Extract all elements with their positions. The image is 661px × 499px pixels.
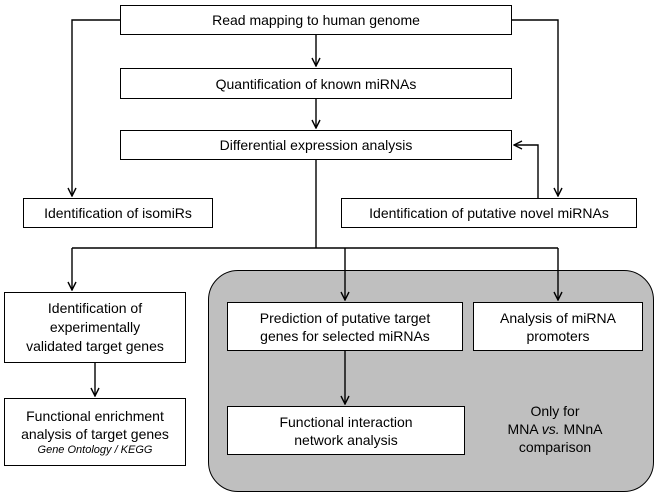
validated-targets-line1: Identification of — [47, 300, 143, 316]
differential-expression-box: Differential expression analysis — [120, 130, 512, 160]
quantification-box: Quantification of known miRNAs — [120, 68, 512, 99]
promoters-box: Analysis of miRNA promoters — [473, 302, 643, 351]
isomirs-label: Identification of isomiRs — [44, 205, 192, 221]
differential-expression-label: Differential expression analysis — [219, 137, 413, 153]
validated-targets-line2: experimentally — [49, 319, 141, 335]
arrow-mapping-to-novel — [512, 19, 558, 196]
enrichment-line1: Functional enrichment — [26, 408, 164, 424]
note-line3: comparison — [518, 439, 592, 455]
isomirs-box: Identification of isomiRs — [23, 198, 213, 228]
prediction-line1: Prediction of putative target — [259, 309, 431, 326]
network-box: Functional interaction network analysis — [227, 406, 465, 455]
note-line2: MNA vs. MNnA — [508, 420, 603, 438]
read-mapping-box: Read mapping to human genome — [120, 5, 512, 35]
validated-targets-box: Identification of experimentally validat… — [4, 292, 186, 363]
prediction-box: Prediction of putative target genes for … — [227, 302, 463, 351]
promoters-line2: promoters — [526, 327, 590, 344]
validated-targets-line3: validated target genes — [26, 338, 164, 354]
promoters-line1: Analysis of miRNA — [500, 309, 616, 326]
arrow-mapping-to-isomirs — [72, 19, 120, 196]
enrichment-box: Functional enrichment analysis of target… — [4, 398, 186, 466]
quantification-label: Quantification of known miRNAs — [215, 75, 417, 92]
enrichment-subtitle: Gene Ontology / KEGG — [37, 444, 153, 456]
read-mapping-label: Read mapping to human genome — [212, 12, 420, 28]
note-line2-post: MNnA — [559, 421, 603, 437]
note-line1: Only for — [530, 403, 580, 419]
note-line2-vs: vs. — [541, 421, 560, 437]
novel-mirnas-label: Identification of putative novel miRNAs — [369, 205, 609, 221]
arrow-novel-to-differential — [514, 145, 539, 198]
network-line2: network analysis — [294, 431, 398, 448]
network-line1: Functional interaction — [279, 413, 413, 430]
note-line2-pre: MNA — [507, 421, 542, 437]
enrichment-line2: analysis of target genes — [21, 426, 169, 442]
comparison-note: Only for MNA vs. MNnA comparison — [478, 402, 632, 456]
prediction-line2: genes for selected miRNAs — [260, 327, 430, 344]
novel-mirnas-box: Identification of putative novel miRNAs — [341, 198, 637, 228]
